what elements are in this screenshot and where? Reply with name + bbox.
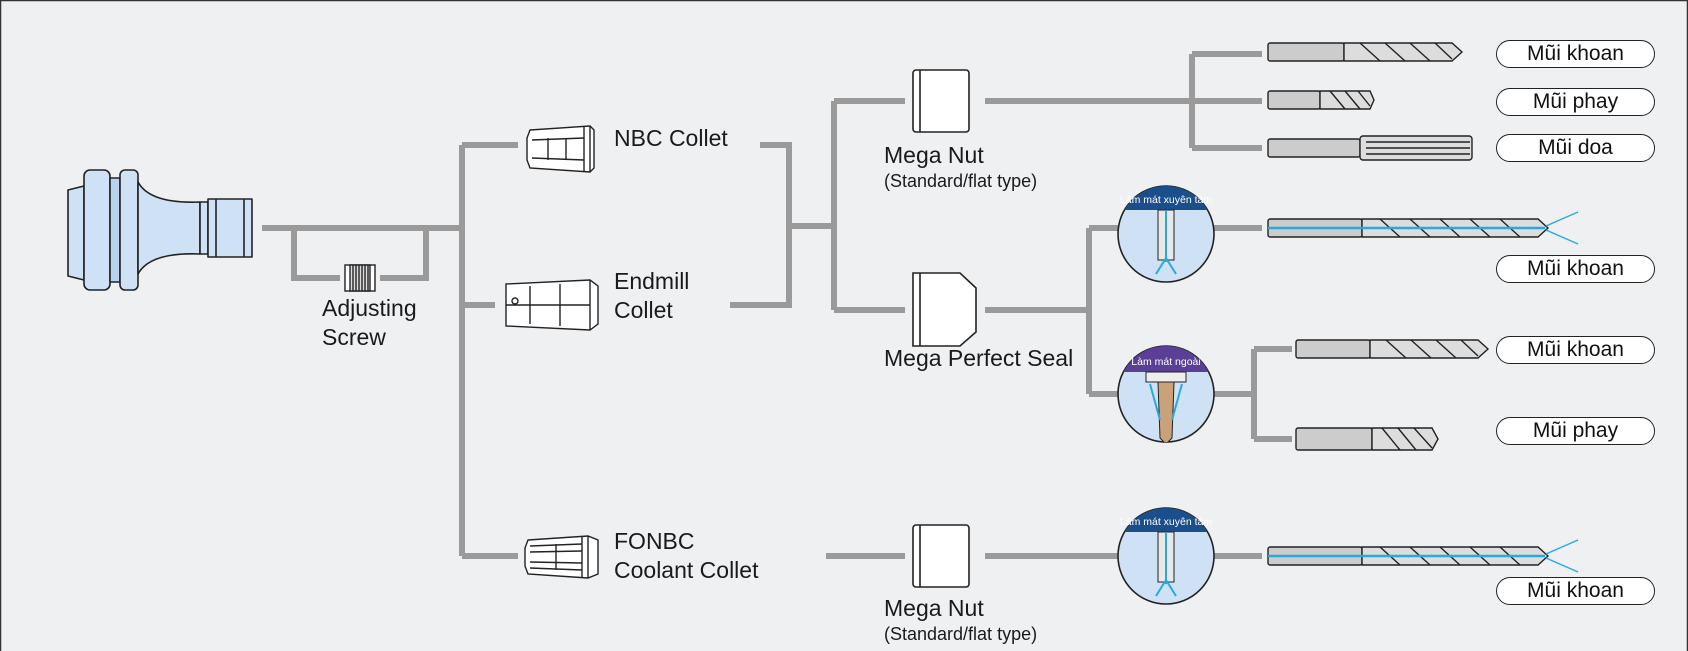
tool-label-drill: Mũi khoan bbox=[1496, 40, 1655, 68]
adjusting-screw-line-2: Screw bbox=[322, 324, 386, 350]
endmill-collet-line-1: Endmill bbox=[614, 268, 690, 294]
coolant-label-1: Làm mát xuyên tâm bbox=[1120, 194, 1212, 206]
mega-nut-top-sublabel: (Standard/flat type) bbox=[884, 171, 1038, 191]
nbc-collet-label: NBC Collet bbox=[614, 125, 728, 151]
mega-nut-top-icon bbox=[912, 69, 970, 133]
fonbc-collet-line-1: FONBC bbox=[614, 528, 695, 554]
endmill-icon bbox=[1295, 427, 1439, 451]
endmill-icon bbox=[1267, 90, 1375, 110]
external-coolant-badge: Làm mát ngoài bbox=[1117, 345, 1215, 443]
fonbc-collet-icon bbox=[524, 535, 599, 579]
tool-label-endmill: Mũi phay bbox=[1496, 417, 1655, 445]
tool-label-reamer: Mũi doa bbox=[1496, 134, 1655, 162]
coolant-label-3: Làm mát xuyên tâm bbox=[1120, 516, 1212, 528]
coolant-drill-icon bbox=[1267, 211, 1579, 245]
endmill-collet-label: Endmill Collet bbox=[614, 267, 689, 325]
tool-label-endmill: Mũi phay bbox=[1496, 88, 1655, 116]
tool-label-drill: Mũi khoan bbox=[1496, 336, 1655, 364]
drill-icon bbox=[1267, 42, 1464, 62]
connector-lines bbox=[262, 51, 1292, 559]
through-coolant-badge-2: Làm mát xuyên tâm bbox=[1117, 507, 1215, 605]
through-coolant-badge-1: Làm mát xuyên tâm bbox=[1117, 185, 1215, 283]
endmill-collet-line-2: Collet bbox=[614, 297, 673, 323]
nbc-collet-icon bbox=[526, 125, 595, 173]
endmill-collet-icon bbox=[505, 279, 599, 331]
mega-nut-bottom-label: Mega Nut bbox=[884, 595, 984, 621]
adjusting-screw-label: Adjusting Screw bbox=[322, 294, 417, 352]
drill-icon bbox=[1295, 339, 1490, 359]
coolant-label-2: Làm mát ngoài bbox=[1131, 356, 1200, 368]
reamer-icon bbox=[1267, 135, 1473, 161]
tool-holder-icon bbox=[67, 169, 253, 291]
mega-nut-bottom-sublabel: (Standard/flat type) bbox=[884, 624, 1038, 644]
mega-perfect-seal-icon bbox=[912, 272, 977, 347]
adjusting-screw-icon bbox=[344, 264, 376, 292]
fonbc-collet-line-2: Coolant Collet bbox=[614, 557, 759, 583]
adjusting-screw-line-1: Adjusting bbox=[322, 295, 417, 321]
mega-nut-bottom-icon bbox=[912, 524, 970, 588]
coolant-drill-icon bbox=[1267, 539, 1579, 573]
mega-perfect-seal-label: Mega Perfect Seal bbox=[884, 345, 1074, 371]
mega-nut-top-label: Mega Nut bbox=[884, 142, 984, 168]
tool-label-coolant-drill: Mũi khoan bbox=[1496, 255, 1655, 283]
tool-label-coolant-drill: Mũi khoan bbox=[1496, 577, 1655, 605]
fonbc-collet-label: FONBC Coolant Collet bbox=[614, 527, 758, 585]
